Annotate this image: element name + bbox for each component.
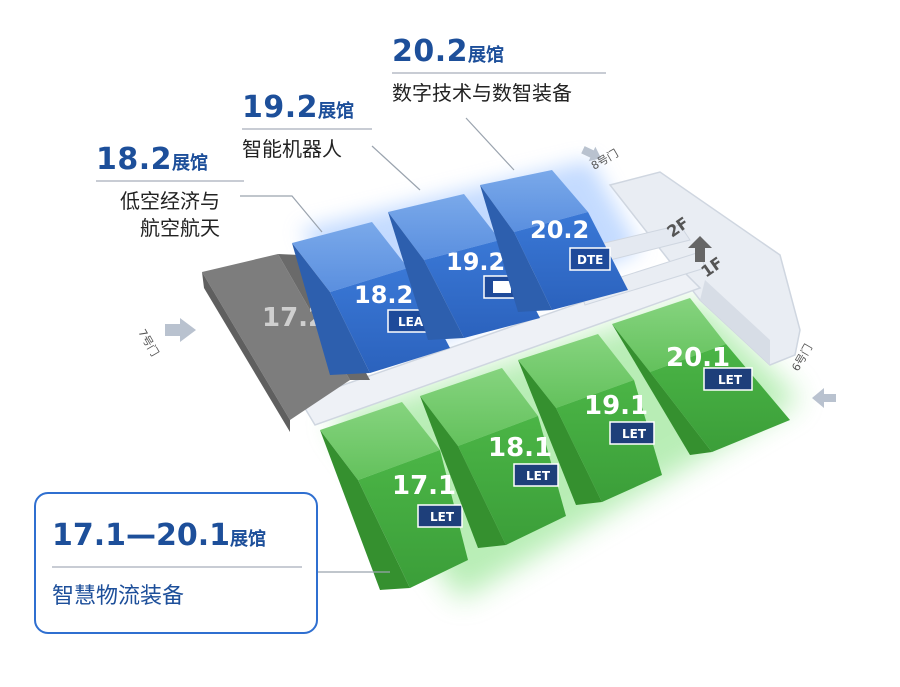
leader-line-20-2 xyxy=(465,117,515,171)
hall-label-18-1: 18.1 xyxy=(488,433,552,463)
gate-7-label: 7号门 xyxy=(135,327,162,359)
gate-6-arrow-icon xyxy=(812,388,836,408)
badge-let-18-1: LET xyxy=(526,469,551,483)
label-18-2-sub-2: 航空航天 xyxy=(140,216,220,240)
up-arrow-icon xyxy=(688,236,712,262)
label-19-2-sub: 智能机器人 xyxy=(242,137,342,161)
let-logo-icon-18-1 xyxy=(513,463,559,487)
lower-corridor xyxy=(298,267,702,426)
hall-20-1[interactable]: 20.1 LET xyxy=(612,298,790,455)
label-19-2-suffix: 展馆 xyxy=(318,101,355,122)
label-20-2-number: 20.2 xyxy=(392,34,469,69)
legend-divider xyxy=(52,566,302,568)
gate-8-arrow-icon xyxy=(581,146,602,162)
robot-logo-mark-icon xyxy=(493,281,511,293)
badge-lea: LEA xyxy=(398,315,424,329)
hall-label-17-1: 17.1 xyxy=(392,471,456,501)
label-18-2-sub-1: 低空经济与 xyxy=(120,189,220,213)
gate-8-label: 8号门 xyxy=(589,146,621,173)
leader-line-18-2 xyxy=(240,195,323,233)
hall-17-1[interactable]: 17.1 LET xyxy=(320,402,468,590)
hall-19-2[interactable]: 19.2 xyxy=(388,194,540,340)
badge-let-19-1: LET xyxy=(622,427,647,441)
let-logo-icon-20-1 xyxy=(703,367,753,391)
hall-18-2[interactable]: 18.2 LEA xyxy=(292,222,450,375)
right-building-side xyxy=(700,280,770,365)
legend-number: 17.1—20.1 xyxy=(52,518,231,553)
gate-7-arrow-icon xyxy=(165,318,196,342)
hall-label-18-2: 18.2 xyxy=(354,281,413,309)
hall-label-20-2: 20.2 xyxy=(530,216,589,244)
legend-subtitle: 智慧物流装备 xyxy=(52,584,185,609)
let-logo-icon-17-1 xyxy=(417,504,463,528)
badge-let-20-1: LET xyxy=(718,373,743,387)
label-hall-18-2: 18.2展馆 低空经济与 航空航天 xyxy=(96,142,244,242)
hall-18-1[interactable]: 18.1 LET xyxy=(420,368,566,548)
hall-19-1[interactable]: 19.1 LET xyxy=(518,334,662,505)
label-20-2-sub: 数字技术与数智装备 xyxy=(392,81,572,105)
label-18-2-divider xyxy=(96,180,244,182)
hall-label-19-2: 19.2 xyxy=(446,248,505,276)
label-hall-20-2: 20.2展馆 数字技术与数智装备 xyxy=(392,34,606,107)
hall-label-19-1: 19.1 xyxy=(584,391,648,421)
label-19-2-divider xyxy=(242,128,372,130)
badge-dte: DTE xyxy=(577,253,603,267)
label-19-2-number: 19.2 xyxy=(242,90,319,125)
label-18-2-suffix: 展馆 xyxy=(172,153,209,174)
legend-suffix: 展馆 xyxy=(230,529,267,550)
leader-line-19-2 xyxy=(371,145,421,191)
hall-20-2[interactable]: 20.2 DTE xyxy=(480,170,628,312)
label-18-2-number: 18.2 xyxy=(96,142,173,177)
label-20-2-suffix: 展馆 xyxy=(468,45,505,66)
label-20-2-divider xyxy=(392,72,606,74)
badge-let-17-1: LET xyxy=(430,510,455,524)
let-logo-icon-19-1 xyxy=(609,421,655,445)
dte-logo-icon xyxy=(569,247,611,271)
label-hall-19-2: 19.2展馆 智能机器人 xyxy=(242,90,372,163)
legend-title: 17.1—20.1展馆 xyxy=(52,518,266,553)
legend-box: 17.1—20.1展馆 智慧物流装备 xyxy=(34,492,318,634)
